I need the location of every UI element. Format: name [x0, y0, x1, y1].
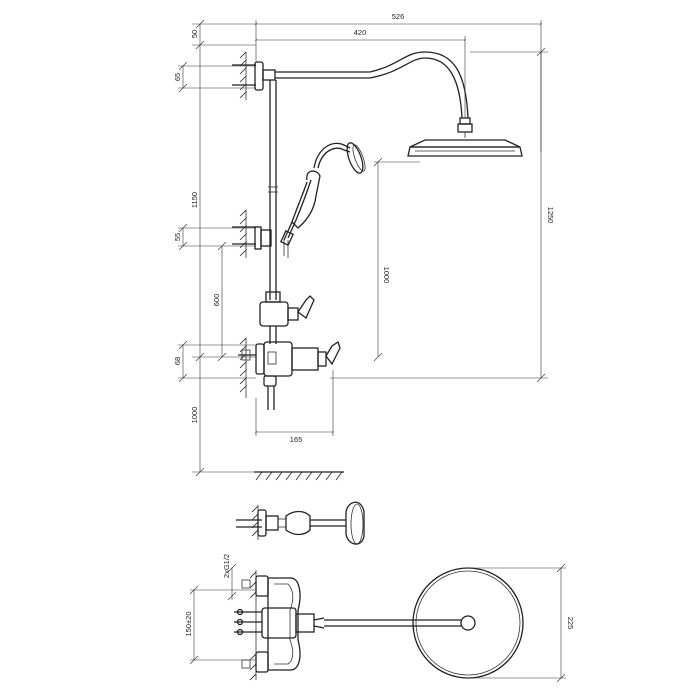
wall-hatching-lower [239, 337, 247, 398]
dim-165: 165 [254, 370, 335, 444]
dim-left-chain: 50 1150 1000 [190, 19, 256, 477]
dim-inlet-thread: 2xG1/2 [222, 554, 237, 601]
elevation-view: 526 420 50 1150 1000 [173, 12, 555, 481]
wall-hatching-upper [239, 51, 247, 100]
dim-50-label: 50 [190, 30, 199, 38]
plan-mixer-body [234, 575, 325, 673]
shower-arm [275, 51, 473, 138]
dim-head-diameter-label: 225 [566, 617, 575, 630]
hand-shower [279, 142, 366, 258]
dim-inlet-spacing: 150±20 [184, 585, 256, 665]
dim-1250-label: 1250 [546, 207, 555, 224]
middle-wall-bracket [254, 226, 272, 250]
thermostatic-mixer-body [255, 340, 341, 410]
dim-65: 65 [173, 61, 256, 93]
dim-1000-head-label: 1000 [382, 267, 391, 284]
plan-view: 2xG1/2 150±20 225 [184, 554, 575, 683]
vertical-riser-pipe [268, 80, 278, 300]
dim-1250: 1250 [330, 47, 555, 383]
dim-inlet-thread-label: 2xG1/2 [222, 554, 231, 578]
dim-1000-floor-label: 1000 [190, 407, 199, 424]
upper-wall-bracket [254, 61, 276, 91]
dim-head-diameter: 225 [468, 563, 575, 683]
diverter-valve [259, 291, 315, 344]
dim-526: 526 [254, 12, 543, 152]
shower-head [407, 139, 523, 157]
floor-hatching [254, 471, 344, 481]
dim-65-label: 65 [173, 73, 182, 81]
dim-600-label: 600 [212, 294, 221, 307]
dim-68: 68 [173, 340, 256, 383]
dim-526-label: 526 [392, 12, 405, 21]
dim-inlet-spacing-label: 150±20 [184, 612, 193, 637]
dim-420-label: 420 [354, 28, 367, 37]
dim-420: 420 [254, 28, 467, 118]
plan-shower-arm [324, 619, 462, 627]
handshower-holder-detail [236, 501, 365, 545]
dim-1150-label: 1150 [190, 192, 199, 208]
dim-600: 600 [212, 241, 227, 362]
dim-68-label: 68 [173, 357, 182, 365]
plan-shower-head [412, 567, 524, 679]
dim-165-label: 165 [290, 435, 303, 444]
dim-55-label: 55 [173, 233, 182, 241]
dim-1000-head: 1000 [373, 157, 420, 362]
wall-screws [232, 64, 256, 361]
dim-55: 55 [173, 223, 256, 251]
wall-hatching-middle [239, 209, 247, 258]
